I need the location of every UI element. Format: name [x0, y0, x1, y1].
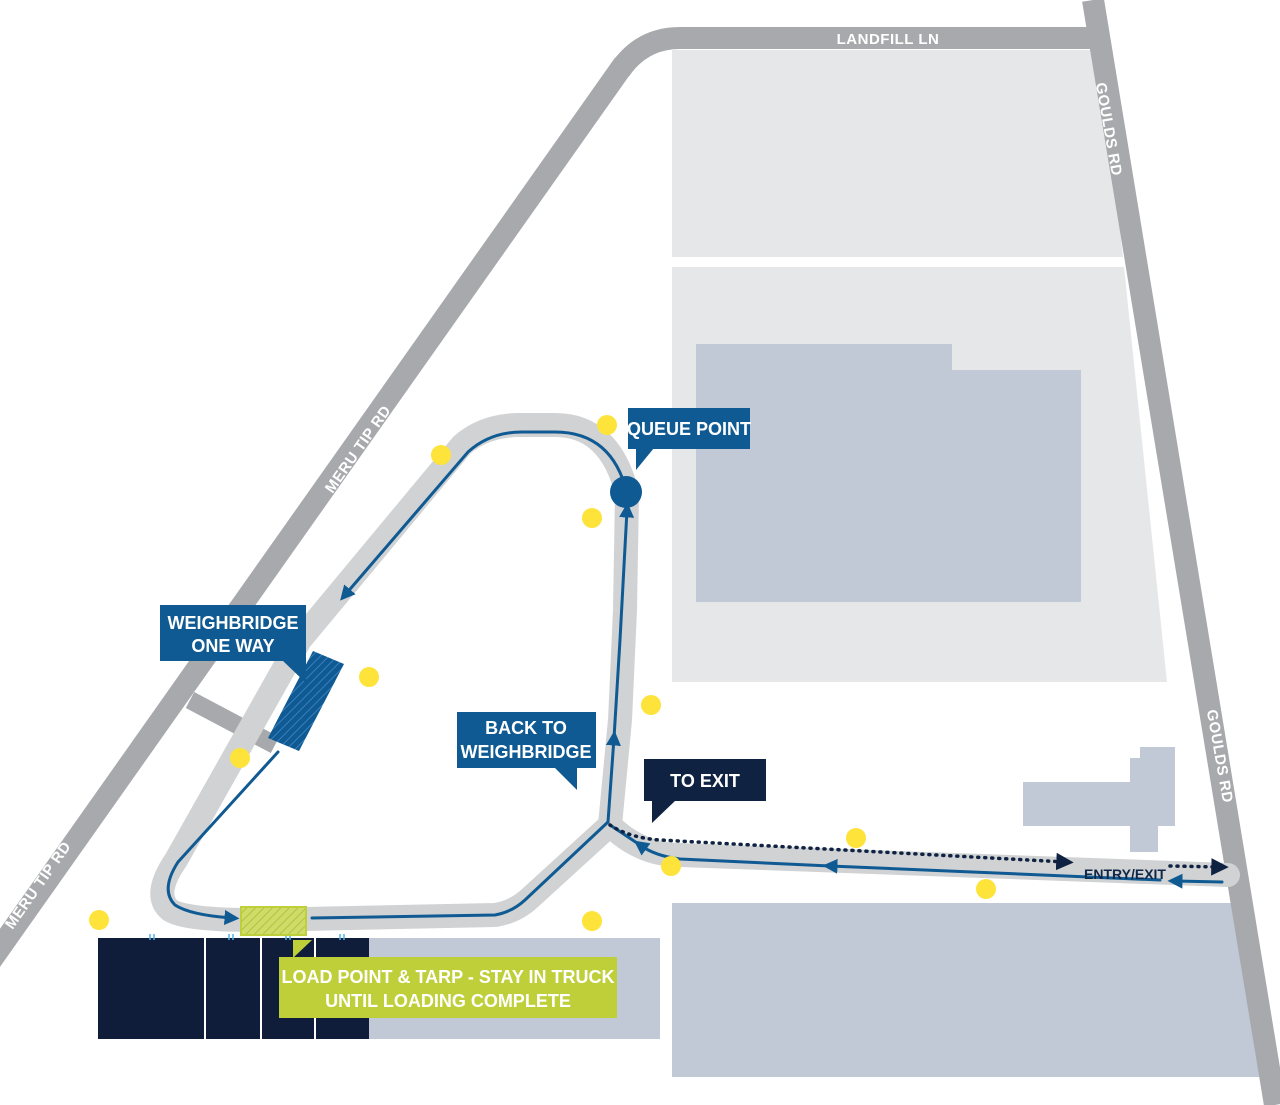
callout-load-line1: LOAD POINT & TARP - STAY IN TRUCK — [281, 967, 614, 987]
yellow-marker-dot-icon — [661, 856, 681, 876]
route-entry-3 — [633, 840, 832, 868]
buildings — [696, 344, 1175, 852]
meru-tip-rd — [0, 57, 633, 967]
yellow-marker-dot-icon — [597, 415, 617, 435]
callout-weighbridge-line1: WEIGHBRIDGE — [167, 613, 298, 633]
route-to-junction — [310, 820, 610, 920]
callout-load-point: LOAD POINT & TARP - STAY IN TRUCK UNTIL … — [279, 940, 617, 1018]
route-loop — [340, 430, 629, 601]
callout-load-line2: UNTIL LOADING COMPLETE — [325, 991, 571, 1011]
queue-point-marker-icon — [610, 476, 642, 508]
entry-exit-label: ENTRY/EXIT — [1084, 866, 1166, 882]
callout-queue-point-label: QUEUE POINT — [627, 419, 751, 439]
landfill-ln — [610, 27, 1105, 77]
yellow-marker-dot-icon — [230, 748, 250, 768]
goulds-rd — [1082, 0, 1280, 1105]
bay-marker-4 — [339, 934, 345, 940]
building-main — [696, 344, 1081, 602]
callout-to-exit: TO EXIT — [644, 759, 766, 823]
callout-to-exit-label: TO EXIT — [670, 771, 740, 791]
route-weighbridge-out — [166, 750, 280, 925]
callout-back-line1: BACK TO — [485, 718, 567, 738]
callout-weighbridge-line2: ONE WAY — [191, 636, 274, 656]
yellow-marker-dot-icon — [359, 667, 379, 687]
yellow-marker-dot-icon — [431, 445, 451, 465]
exit-route — [608, 823, 1229, 876]
load-point — [240, 906, 307, 936]
route-back-up — [605, 730, 621, 824]
yellow-markers — [89, 415, 996, 931]
side-spur — [185, 692, 280, 753]
yellow-marker-dot-icon — [89, 910, 109, 930]
bay-1 — [98, 938, 204, 1039]
route-back-up-2 — [612, 502, 635, 740]
bay-marker-2 — [228, 934, 234, 940]
route-entry-1 — [1167, 873, 1224, 889]
building-small — [1023, 747, 1175, 852]
exit-dotted-1 — [608, 823, 1074, 871]
bay-marker-1 — [149, 934, 155, 940]
loading-bays — [98, 934, 369, 1039]
yellow-marker-dot-icon — [582, 911, 602, 931]
exit-dotted-2 — [1168, 858, 1229, 876]
bay-2 — [206, 938, 260, 1039]
yellow-marker-dot-icon — [582, 508, 602, 528]
track-loop — [150, 413, 639, 932]
road-label-meru-top: MERU TIP RD — [322, 402, 395, 496]
callout-queue-point: QUEUE POINT — [627, 408, 751, 470]
yellow-marker-dot-icon — [641, 695, 661, 715]
road-label-meru-bottom: MERU TIP RD — [2, 838, 75, 932]
callout-weighbridge: WEIGHBRIDGE ONE WAY — [160, 605, 306, 683]
route-entry-2 — [822, 858, 1162, 882]
road-label-landfill: LANDFILL LN — [837, 31, 940, 48]
lot-south — [672, 903, 1266, 1077]
yellow-marker-dot-icon — [976, 879, 996, 899]
callout-back-to-weighbridge: BACK TO WEIGHBRIDGE — [457, 712, 596, 790]
yellow-marker-dot-icon — [846, 828, 866, 848]
callout-back-line2: WEIGHBRIDGE — [460, 742, 591, 762]
lot-north — [672, 50, 1123, 257]
weighbridge — [268, 651, 344, 751]
